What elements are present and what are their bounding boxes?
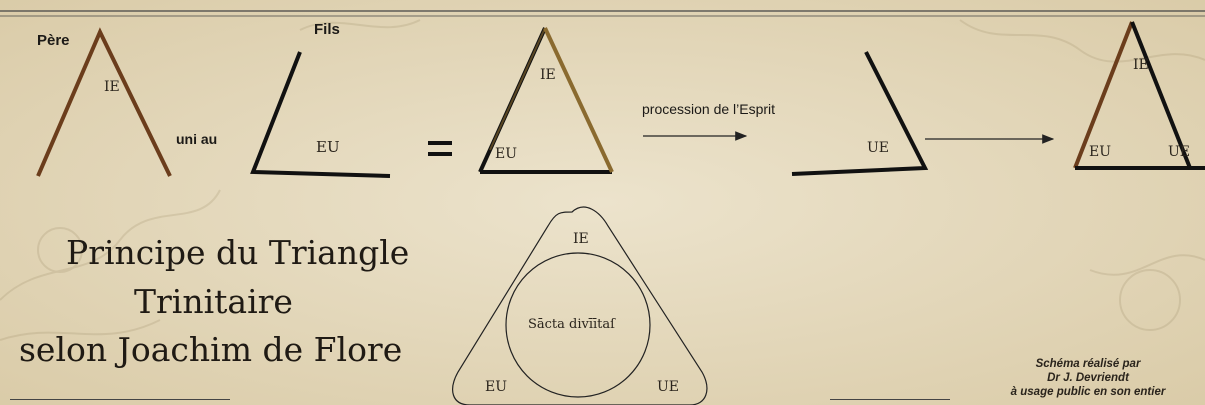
combined-ie-label: IE bbox=[540, 67, 556, 83]
esprit-ue-label: UE bbox=[867, 140, 890, 156]
trinity-sancta-divinitas-label: Sācta divīītaſ bbox=[528, 317, 615, 332]
credit-block: Schéma réalisé par Dr J. Devriendt à usa… bbox=[988, 357, 1188, 399]
trinity-rounded-triangle bbox=[452, 206, 708, 405]
trinity-ue-label: UE bbox=[657, 379, 680, 395]
pere-ie-label: IE bbox=[104, 79, 120, 95]
uni-au-label: uni au bbox=[176, 131, 218, 147]
credit-line-2: Dr J. Devriendt bbox=[1047, 372, 1129, 384]
final-ue-label: UE bbox=[1168, 144, 1191, 160]
trinity-eu-label: EU bbox=[485, 379, 508, 395]
title-line-3: selon Joachim de Flore bbox=[19, 330, 403, 369]
credit-line-1: Schéma réalisé par bbox=[1035, 358, 1141, 370]
final-triangle-right-side bbox=[1130, 21, 1192, 169]
procession-label: procession de l’Esprit bbox=[642, 101, 776, 117]
combined-triangle-inner-edge bbox=[489, 27, 546, 151]
ornament-decoration bbox=[0, 19, 1205, 341]
bottom-mid-rule bbox=[830, 399, 950, 400]
title-line-1: Principe du Triangle bbox=[66, 233, 410, 272]
fils-eu-label: EU bbox=[316, 138, 340, 156]
combined-eu-label: EU bbox=[495, 146, 518, 162]
combined-triangle-right-side bbox=[543, 27, 614, 173]
esprit-bracket bbox=[791, 51, 929, 176]
final-triangle-left-side bbox=[1073, 21, 1134, 169]
title-line-2: Trinitaire bbox=[134, 282, 293, 321]
final-ie-label: IE bbox=[1133, 57, 1149, 73]
equals-bar-bottom bbox=[428, 152, 452, 156]
trinity-ie-label: IE bbox=[573, 231, 589, 247]
fils-label: Fils bbox=[314, 21, 340, 38]
equals-bar-top bbox=[428, 141, 452, 145]
final-eu-label: EU bbox=[1089, 144, 1112, 160]
trinity-central-circle bbox=[505, 252, 651, 398]
credit-line-3: à usage public en son entier bbox=[1010, 386, 1166, 398]
bottom-left-rule bbox=[10, 399, 230, 400]
fils-bracket bbox=[250, 51, 391, 178]
pere-inverted-v bbox=[36, 27, 172, 177]
pere-label: Père bbox=[37, 32, 70, 49]
